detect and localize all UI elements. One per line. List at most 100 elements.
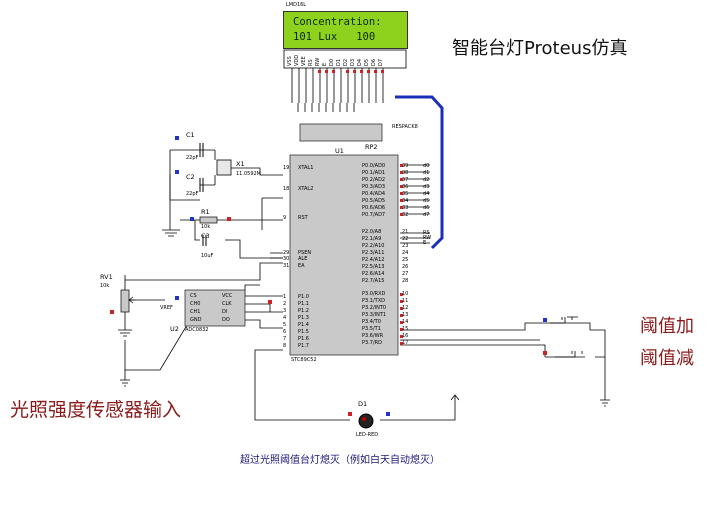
mcu-right-pin-number: 33 [402, 205, 409, 211]
adc-model-label: ADC0832 [185, 327, 209, 333]
adc-right-pin-label: VCC [222, 293, 233, 299]
mcu-right-pin-number: 32 [402, 212, 409, 218]
mcu-right-pin-markers [400, 164, 403, 345]
adc-left-pin-label: CH1 [190, 309, 201, 315]
mcu-right-pin-label: P3.6/WR [362, 333, 384, 339]
mcu-right-pin-number: 38 [402, 170, 409, 176]
mcu-right-pin-number: 15 [402, 326, 409, 332]
threshold-up-label: 阈值加 [640, 316, 694, 337]
mcu-left-pin-label: PSEN [298, 250, 312, 256]
lcd-pin-label: RS [308, 59, 314, 66]
mcu-left-pin-number: 1 [283, 294, 287, 300]
mcu-right-pin-label: P3.0/RXD [362, 291, 386, 297]
bus-net-label: d6 [423, 205, 430, 211]
lcd-pin-label: VDD [294, 54, 300, 66]
mcu-right-pin-number: 35 [402, 191, 409, 197]
mcu-model-label: STC89C52 [291, 357, 317, 363]
bus-net-label: d4 [423, 191, 430, 197]
mcu-left-pin-label: P1.6 [298, 336, 309, 342]
mcu-right-pin-number: 12 [402, 305, 409, 311]
c3-name: C3 [201, 232, 210, 240]
mcu-right-pin-label: P2.5/A13 [362, 264, 385, 270]
lcd-display: Concentration: 101 Lux 100 [283, 11, 408, 49]
mcu-left-pin-number: 8 [283, 343, 287, 349]
mcu-left-pin-label: P1.7 [298, 343, 309, 349]
mcu-right-pin-number: 25 [402, 257, 409, 263]
d1-value: LED-RED [356, 432, 379, 438]
caption: 超过光照阈值台灯熄灭（例如白天自动熄灭） [240, 455, 440, 466]
c3-value: 10uF [201, 253, 214, 259]
adc-right-pin-label: DI [222, 309, 228, 315]
mcu-left-pin-number: 6 [283, 329, 287, 335]
lcd-pin-label: D6 [371, 58, 377, 66]
mcu-left-pin-label: P1.3 [298, 315, 309, 321]
mcu-right-pin-label: P3.7/RD [362, 340, 382, 346]
bus-net-label: d3 [423, 184, 430, 190]
lcd-model-label: LMD16L [286, 2, 307, 8]
c1-value: 22pF [186, 155, 199, 161]
mcu-right-pin-number: 37 [402, 177, 409, 183]
mcu-left-pin-label: XTAL1 [298, 165, 314, 171]
mcu-right-pin-label: P0.4/AD4 [362, 191, 386, 197]
mcu-right-pin-label: P2.1/A9 [362, 236, 382, 242]
mcu-right-pin-label: P0.6/AD6 [362, 205, 386, 211]
lcd-pin-label: E [322, 62, 328, 66]
mcu-right-pin-number: 17 [402, 340, 409, 346]
page-title: 智能台灯Proteus仿真 [452, 38, 628, 59]
respack-model-label: RESPACK8 [392, 124, 418, 130]
mcu-left-pin-number: 7 [283, 336, 287, 342]
lcd-pin-label: D2 [343, 58, 349, 66]
c1-name: C1 [186, 131, 195, 139]
c2-name: C2 [186, 173, 195, 181]
lcd-pin-label: D5 [364, 58, 370, 66]
mcu-right-pin-number: 16 [402, 333, 409, 339]
mcu-right-pin-number: 26 [402, 264, 409, 270]
bus-net-label: d2 [423, 177, 430, 183]
mcu-left-pin-label: ALE [298, 256, 308, 262]
bus-net-label: d0 [423, 163, 430, 169]
mcu-left-pin-number: 29 [283, 250, 290, 256]
mcu-name-label: U1 [335, 147, 344, 155]
mcu-right-pin-label: P0.5/AD5 [362, 198, 386, 204]
x1-name: X1 [236, 160, 245, 168]
d1-name: D1 [358, 400, 368, 408]
lcd-pin-label: D4 [357, 58, 363, 66]
mcu-right-pin-number: 11 [402, 298, 409, 304]
mcu-body [289, 154, 399, 356]
mcu-right-pin-label: P3.2/INT0 [362, 305, 387, 311]
resistor-r1 [199, 216, 218, 224]
adc-body [184, 289, 246, 327]
mcu-left-pin-number: 18 [283, 186, 290, 192]
mcu-right-pin-number: 28 [402, 278, 409, 284]
adc-left-pin-label: GND [190, 317, 202, 323]
mcu-left-pin-label: P1.5 [298, 329, 309, 335]
push-buttons [550, 316, 583, 358]
mcu-left-pin-label: EA [298, 263, 305, 269]
mcu-right-pin-label: P3.5/T1 [362, 326, 381, 332]
mcu-left-pin-label: P1.4 [298, 322, 309, 328]
rv1-value: 10k [100, 283, 110, 289]
lcd-pin-label: D0 [329, 58, 335, 66]
adc-name-label: U2 [170, 325, 179, 333]
mcu-right-pin-number: 24 [402, 250, 409, 256]
mcu-right-pin-label: P3.4/T0 [362, 319, 381, 325]
capacitor-symbols [199, 143, 207, 246]
mcu-right-pin-number: 13 [402, 312, 409, 318]
data-bus [395, 95, 444, 250]
mcu-right-pin-label: P0.0/AD0 [362, 163, 386, 169]
control-net-label: RS [423, 230, 430, 236]
lcd-pin-label: RW [315, 57, 321, 66]
lcd-pin-label: VSS [287, 56, 293, 66]
mcu-left-pin-label: P1.0 [298, 294, 309, 300]
mcu-right-pin-number: 14 [402, 319, 409, 325]
adc-vref-label: VREF [160, 305, 173, 311]
mcu-left-pin-number: 31 [283, 263, 290, 269]
adc-right-pin-label: CLK [222, 301, 232, 307]
led-icon [358, 413, 374, 429]
rv1-name: RV1 [100, 273, 113, 281]
mcu-right-pin-label: P2.6/A14 [362, 271, 385, 277]
respack-body [299, 123, 383, 142]
pin-markers [110, 136, 547, 416]
mcu-right-pin-number: 23 [402, 243, 409, 249]
mcu-right-pin-label: P2.0/A8 [362, 229, 382, 235]
